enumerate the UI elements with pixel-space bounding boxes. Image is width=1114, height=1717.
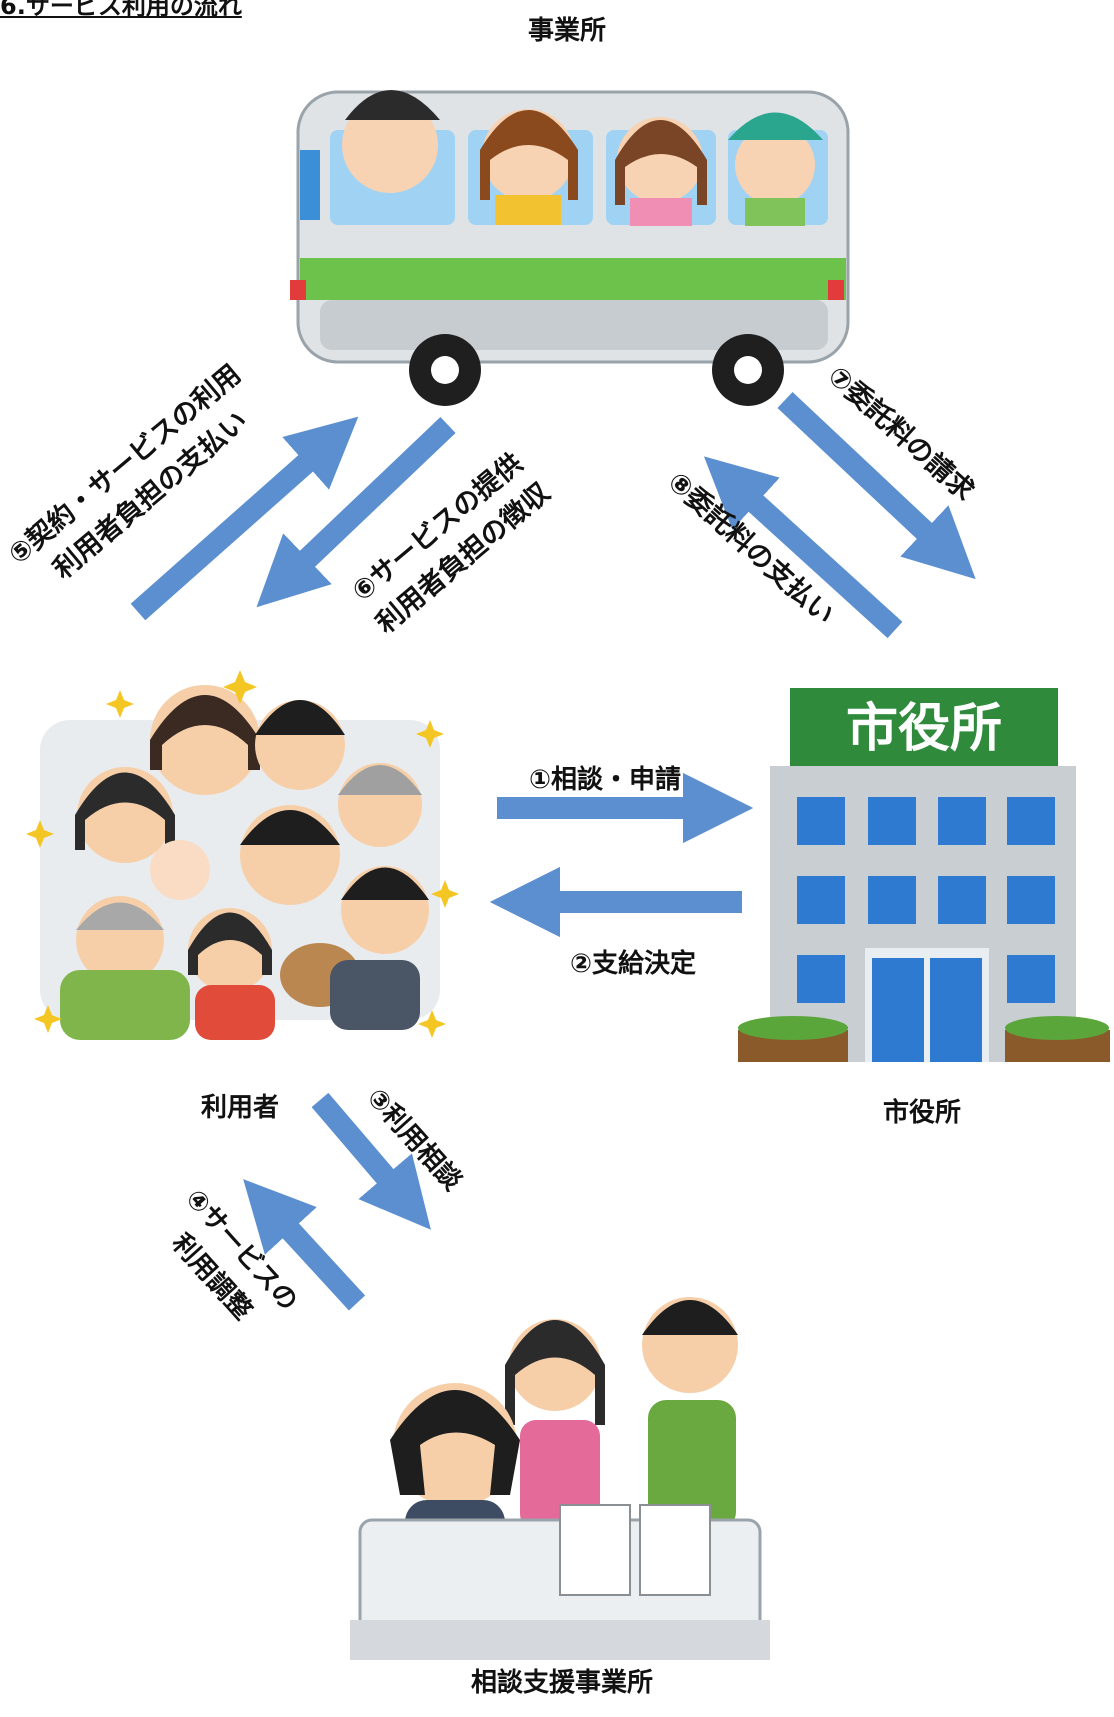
- consultation-desk-icon: [350, 1297, 770, 1660]
- step-2-label: ②支給決定: [570, 948, 696, 979]
- crowd-of-people-icon: [26, 670, 459, 1040]
- arrow-6: [256, 417, 456, 608]
- arrow-4: [243, 1179, 366, 1311]
- consultation-office-label: 相談支援事業所: [470, 1668, 654, 1698]
- city-hall-label: 市役所: [882, 1098, 962, 1128]
- step-1-label: ①相談・申請: [529, 764, 681, 795]
- step-7-label: ⑦委託料の請求: [822, 360, 981, 507]
- arrow-7: [777, 391, 976, 580]
- bus-with-children-icon: [290, 90, 850, 406]
- provider-label: 事業所: [527, 16, 607, 46]
- section-title: 6.サービス利用の流れ: [0, 0, 242, 20]
- city-hall-building-icon: 市役所: [738, 688, 1110, 1062]
- city-hall-sign: 市役所: [846, 699, 1002, 759]
- users-label: 利用者: [200, 1093, 280, 1123]
- arrow-8: [703, 456, 903, 639]
- arrow-5: [130, 416, 359, 621]
- flow-arrows: [130, 391, 976, 1311]
- arrow-3: [311, 1092, 431, 1230]
